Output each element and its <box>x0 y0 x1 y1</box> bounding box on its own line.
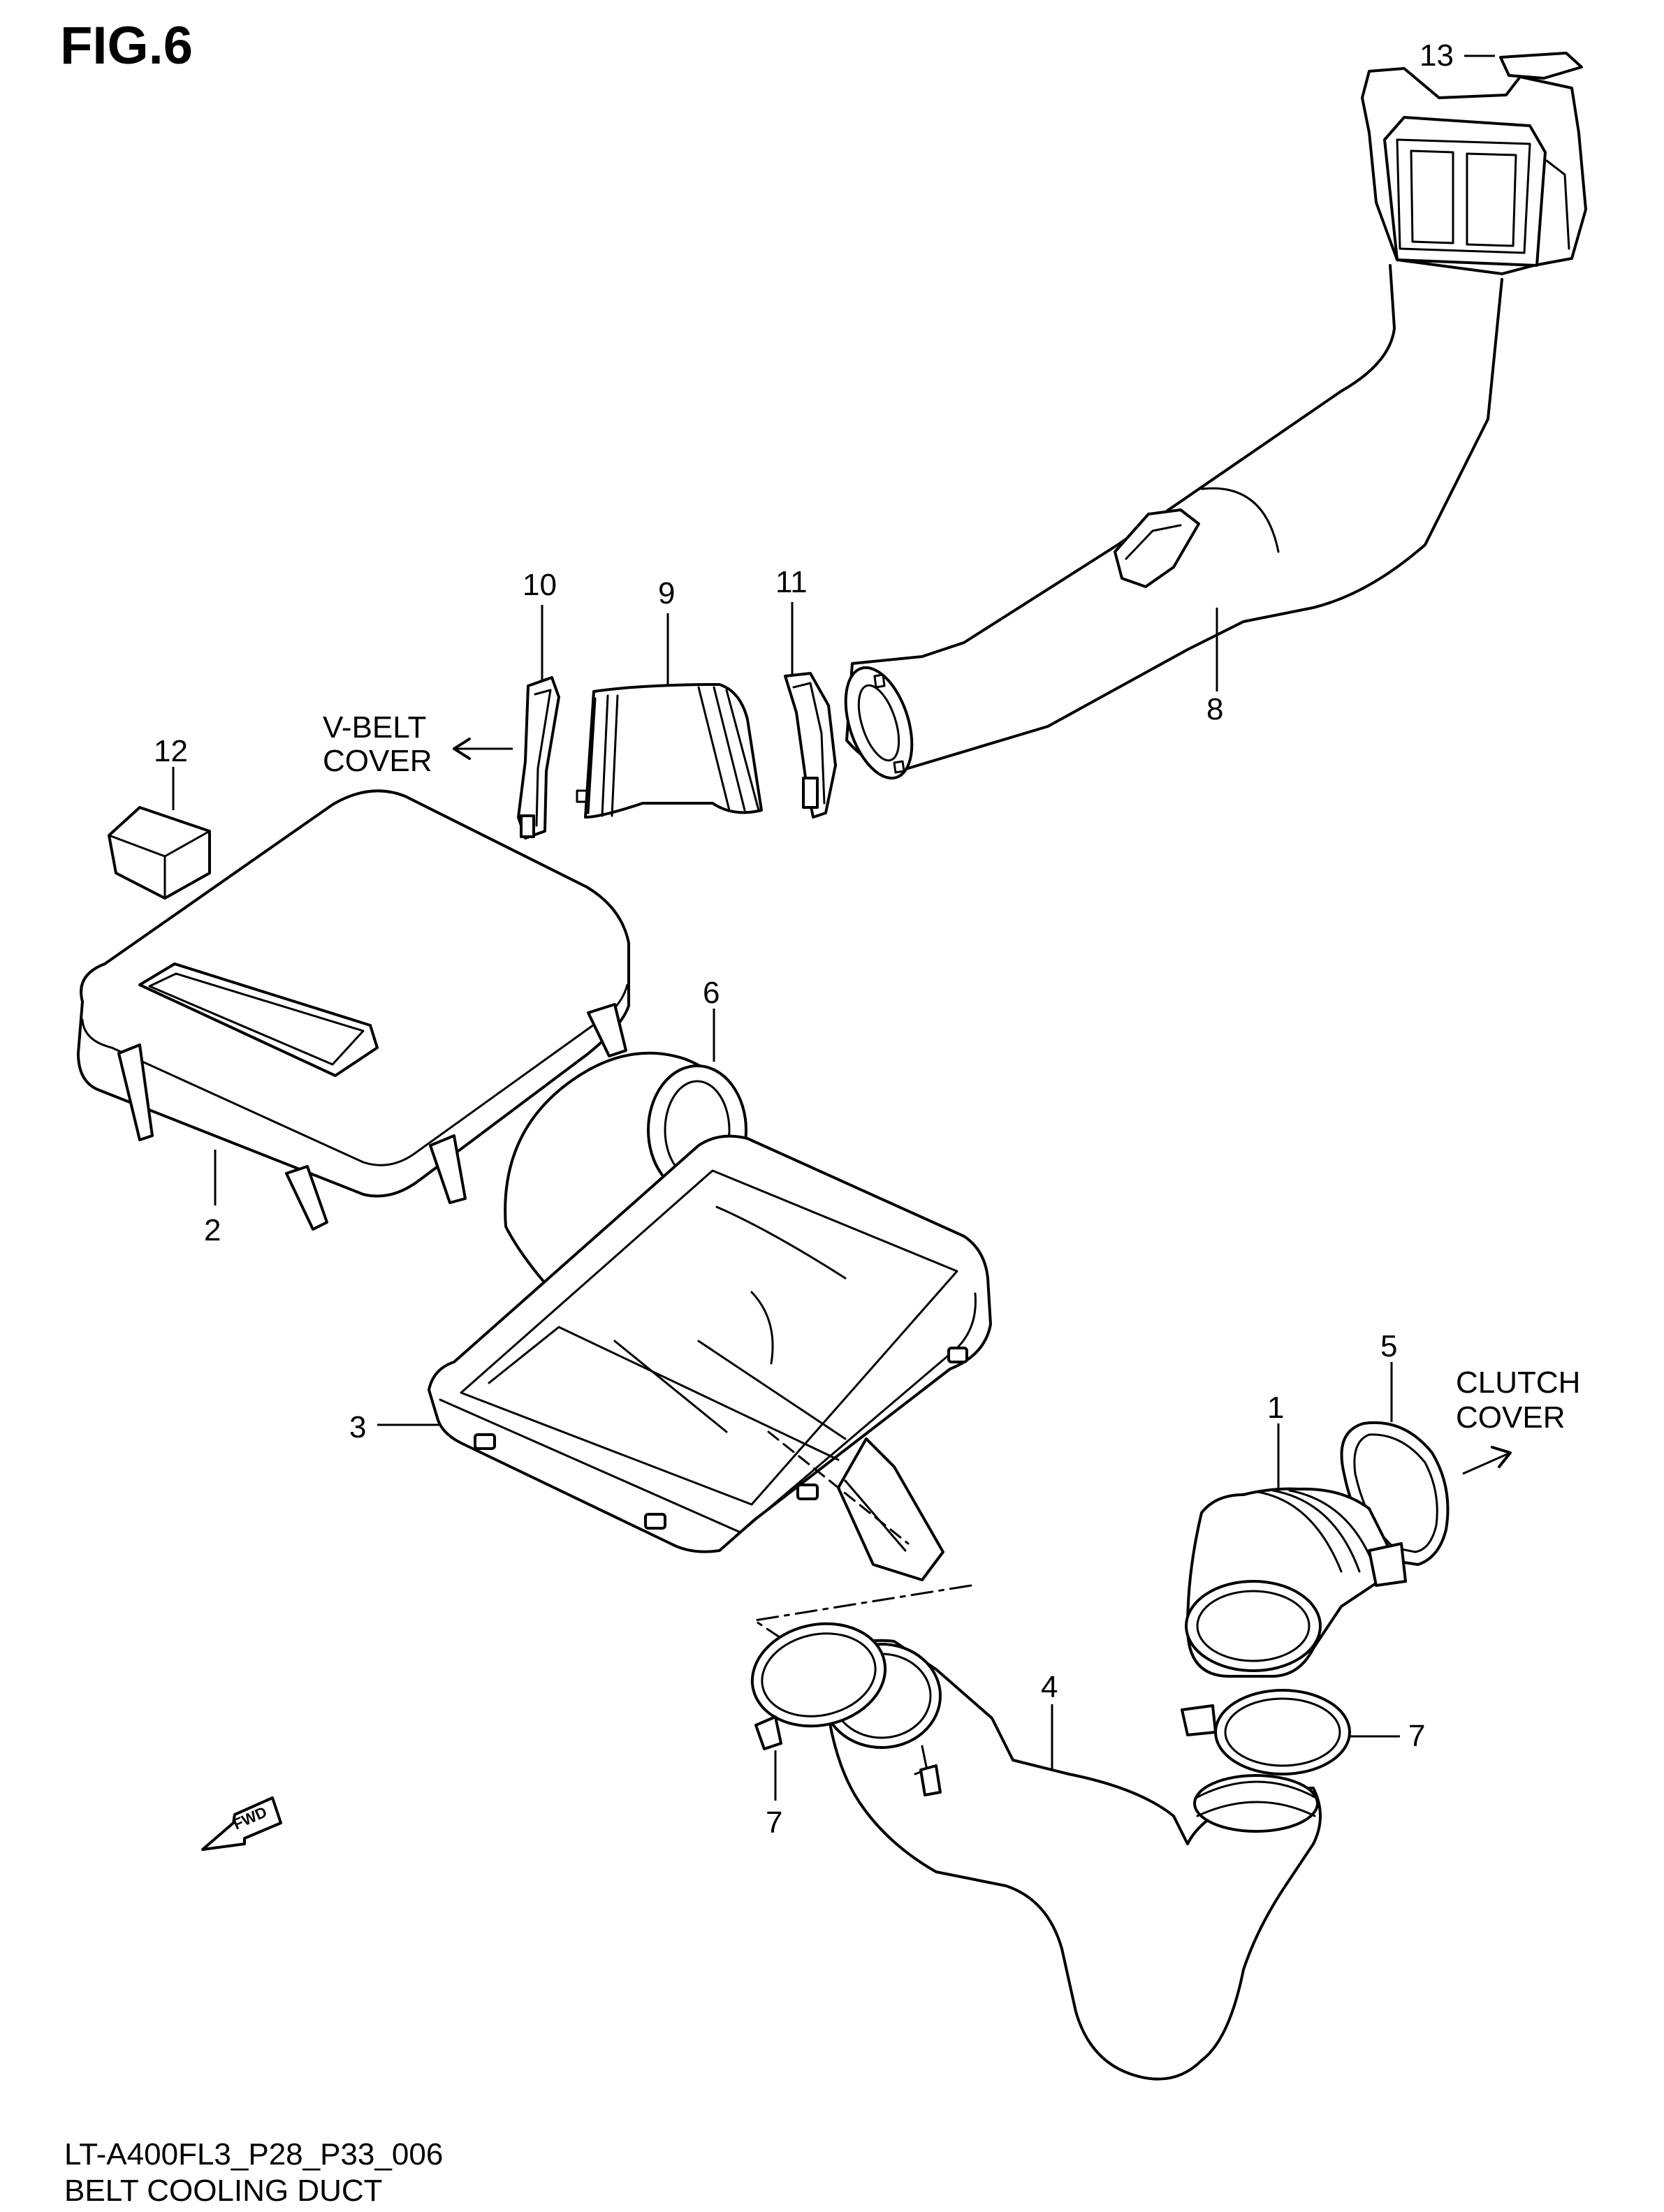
callout-12: 12 <box>154 734 188 768</box>
part-9-hose <box>576 613 763 819</box>
callout-5: 5 <box>1380 1329 1397 1363</box>
footer-caption: BELT COOLING DUCT <box>64 2174 383 2208</box>
callout-10: 10 <box>523 568 557 602</box>
callout-7b: 7 <box>1408 1719 1425 1753</box>
callout-2: 2 <box>204 1213 221 1247</box>
part-3-case <box>377 1134 992 1581</box>
part-1-outlet-hose <box>1185 1423 1407 1678</box>
part-13-pad <box>1464 52 1583 80</box>
arrow-to-vbelt-cover <box>453 738 513 760</box>
part-8-intake-duct <box>844 67 1587 780</box>
part-10-clamp <box>517 605 560 840</box>
callout-8: 8 <box>1206 692 1223 726</box>
part-2-cover <box>77 789 630 1231</box>
callout-3: 3 <box>349 1410 366 1444</box>
part-11-clamp <box>784 602 837 819</box>
note-vbelt-line1: V-BELT <box>323 710 426 745</box>
callout-9: 9 <box>658 576 675 610</box>
callout-11: 11 <box>775 565 808 599</box>
part-7-clamp-left <box>750 1622 887 1801</box>
callout-13: 13 <box>1419 38 1454 73</box>
callout-7a: 7 <box>766 1806 782 1840</box>
note-clutch-line2: COVER <box>1456 1400 1565 1435</box>
part-12-pad <box>108 767 211 900</box>
note-clutch-line1: CLUTCH <box>1456 1365 1580 1400</box>
fwd-arrow-icon: FWD <box>201 1796 282 1851</box>
callout-6: 6 <box>703 976 720 1010</box>
callout-4: 4 <box>1041 1670 1058 1704</box>
callout-1: 1 <box>1267 1391 1284 1425</box>
part-7-clamp-right <box>1181 1689 1400 1775</box>
arrow-to-clutch-cover <box>1462 1446 1512 1475</box>
figure-title: FIG.6 <box>60 16 194 75</box>
footer-code: LT-A400FL3_P28_P33_006 <box>64 2137 444 2171</box>
note-vbelt-line2: COVER <box>323 744 432 778</box>
